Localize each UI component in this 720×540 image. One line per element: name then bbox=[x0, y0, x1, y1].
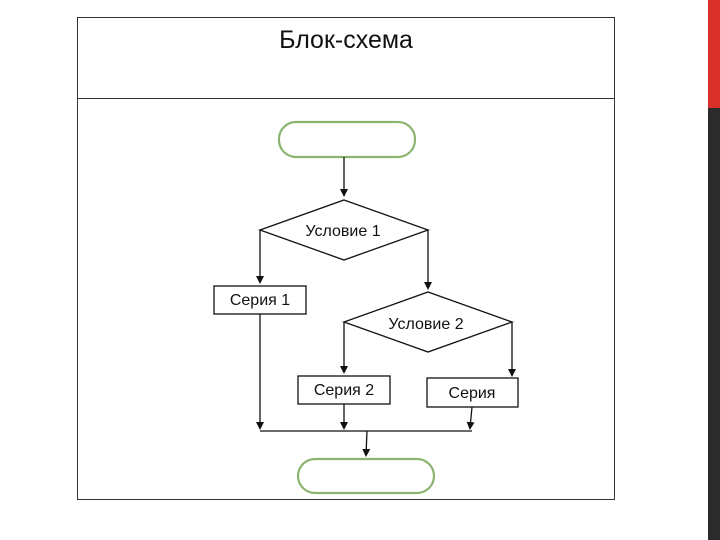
slide-title: Блок-схема bbox=[279, 26, 413, 54]
end-terminal bbox=[296, 457, 436, 495]
series3-box bbox=[426, 377, 519, 408]
connector-series3-to-merge bbox=[466, 406, 475, 430]
start-terminal bbox=[277, 120, 417, 159]
slide-accent-bar bbox=[708, 0, 720, 108]
condition1-diamond bbox=[258, 199, 430, 261]
series1-label: Серия 1 bbox=[230, 292, 290, 309]
condition2-label: Условие 2 bbox=[388, 316, 463, 333]
series3-label: Серия bbox=[449, 385, 496, 402]
series2-label: Серия 2 bbox=[314, 382, 374, 399]
condition2-diamond bbox=[342, 291, 514, 353]
condition1-label: Условие 1 bbox=[305, 223, 380, 240]
title-divider bbox=[77, 98, 615, 99]
connector-merge-to-end bbox=[362, 430, 371, 457]
series2-box bbox=[297, 375, 391, 405]
slide-edge-bar bbox=[708, 108, 720, 540]
series1-box bbox=[213, 285, 307, 315]
diagram-frame bbox=[77, 17, 615, 500]
